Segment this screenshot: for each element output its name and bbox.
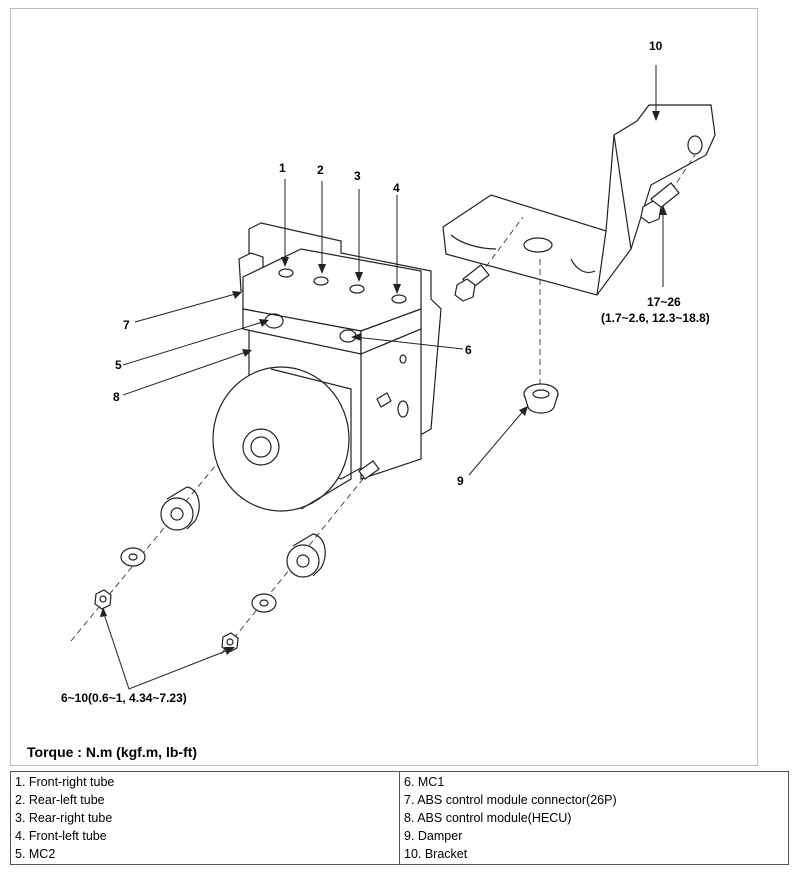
legend-row: 1. Front-right tube 2. Rear-left tube 3.… <box>10 771 789 865</box>
bracket-bolt-right <box>640 182 680 224</box>
parts-legend-table: 1. Front-right tube 2. Rear-left tube 3.… <box>10 771 789 865</box>
callout-5: 5 <box>115 358 122 372</box>
torque-bracket-value: 17~26 <box>647 295 681 309</box>
exploded-diagram: 1 2 3 4 5 6 7 8 9 10 17~26 (1.7~2.6, 12.… <box>10 8 758 766</box>
bushing-left <box>160 486 200 531</box>
abs-assembly-drawing <box>70 65 716 690</box>
callout-10: 10 <box>649 39 663 53</box>
torque-nuts-spec: 6~10(0.6~1, 4.34~7.23) <box>61 691 187 705</box>
callout-3: 3 <box>354 169 361 183</box>
torque-units-caption: Torque : N.m (kgf.m, lb-ft) <box>27 744 198 760</box>
callout-9: 9 <box>457 474 464 488</box>
legend-item: 6. MC1 <box>404 775 445 789</box>
arrowheads <box>100 111 667 655</box>
bracket <box>442 104 716 296</box>
callout-2: 2 <box>317 163 324 177</box>
nut-left <box>94 589 112 610</box>
legend-item: 3. Rear-right tube <box>15 811 113 825</box>
torque-bracket-conversions: (1.7~2.6, 12.3~18.8) <box>601 311 710 325</box>
legend-item: 2. Rear-left tube <box>15 793 105 807</box>
washer-left <box>120 547 146 567</box>
callout-6: 6 <box>465 343 472 357</box>
bracket-bolt-left <box>454 264 490 302</box>
damper <box>523 383 559 414</box>
callout-4: 4 <box>393 181 400 195</box>
legend-item: 5. MC2 <box>15 847 56 861</box>
legend-item: 4. Front-left tube <box>15 829 107 843</box>
legend-column-right: 6. MC1 7. ABS control module connector(2… <box>399 771 789 865</box>
legend-item: 9. Damper <box>404 829 463 843</box>
callout-1: 1 <box>279 161 286 175</box>
callout-7: 7 <box>123 318 130 332</box>
legend-item: 1. Front-right tube <box>15 775 115 789</box>
bushing-right <box>286 533 326 578</box>
legend-column-left: 1. Front-right tube 2. Rear-left tube 3.… <box>10 771 400 865</box>
legend-item: 8. ABS control module(HECU) <box>404 811 572 825</box>
legend-item: 10. Bracket <box>404 847 468 861</box>
leader-lines <box>102 65 664 690</box>
washer-right <box>251 593 277 613</box>
legend-item: 7. ABS control module connector(26P) <box>404 793 617 807</box>
callout-8: 8 <box>113 390 120 404</box>
hecu-module <box>212 222 442 512</box>
